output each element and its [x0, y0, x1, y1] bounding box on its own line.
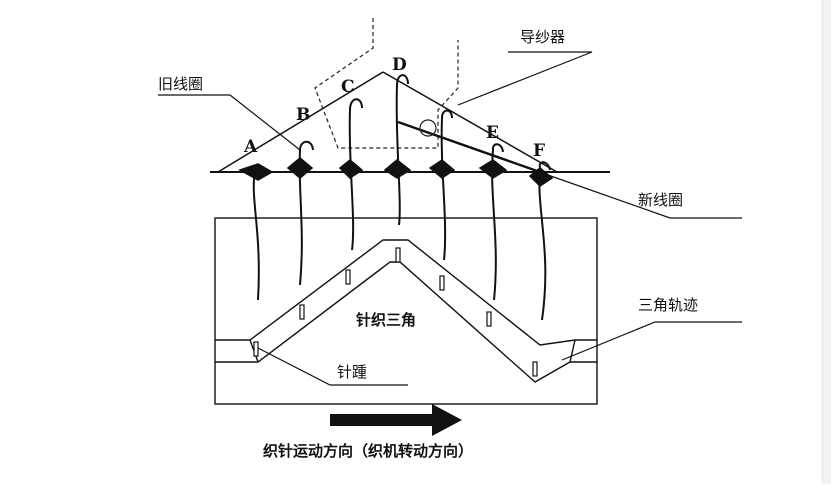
needle-letters: A B C D E F	[243, 55, 545, 161]
leader-yarn-guide	[457, 51, 593, 106]
label-needle-butt: 针踵	[337, 363, 367, 381]
needle-g	[538, 167, 547, 321]
needle-letter-b: B	[296, 105, 310, 125]
leader-new-loop	[547, 174, 742, 219]
label-yarn-guide: 导纱器	[520, 28, 565, 46]
feed-yarn	[397, 120, 541, 174]
cam-box	[214, 217, 598, 405]
leader-cam-track	[561, 321, 742, 361]
label-new-loop: 新线圈	[638, 191, 683, 209]
leader-needle-butt	[257, 347, 408, 386]
label-cam-track: 三角轨迹	[638, 296, 698, 314]
needle-letter-d: D	[392, 55, 407, 75]
yarn-guide-eye	[419, 119, 437, 137]
needle-letter-c: C	[341, 77, 355, 97]
needle-d	[395, 84, 401, 226]
loop-apex-lines	[217, 71, 558, 173]
leader-lines	[158, 51, 742, 386]
needle-letter-a: A	[243, 137, 258, 157]
needle-c	[348, 109, 355, 251]
direction-arrow-icon	[330, 404, 462, 436]
page-edge-strip	[821, 0, 831, 484]
needle-a	[252, 169, 260, 301]
label-old-loop: 旧线圈	[158, 75, 203, 93]
needle-e	[440, 117, 447, 261]
leader-old-loop	[158, 94, 301, 151]
label-direction: 织针运动方向（织机转动方向）	[263, 442, 473, 460]
needle-letter-e: E	[486, 123, 499, 143]
label-knitting-cam: 针织三角	[356, 311, 416, 329]
needle-butts	[253, 247, 538, 377]
needle-letter-f: F	[533, 141, 545, 161]
